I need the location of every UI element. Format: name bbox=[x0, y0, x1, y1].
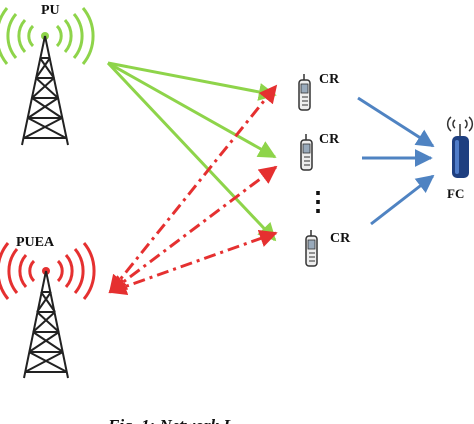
pu-tower-icon bbox=[21, 35, 69, 146]
puea-label: PUEA bbox=[16, 235, 55, 250]
cr2-label: CR bbox=[319, 132, 340, 147]
cr-node-1: CR bbox=[298, 72, 340, 111]
cr-ellipsis: ⋮ bbox=[305, 187, 331, 216]
cr3-to-fc-arrow bbox=[370, 174, 435, 226]
phone-icon bbox=[305, 230, 318, 267]
cr-node-2: CR bbox=[300, 132, 340, 171]
fc-label: FC bbox=[447, 186, 464, 201]
puea-to-cr2-arrow bbox=[108, 165, 278, 294]
puea-to-cr1-arrow bbox=[108, 84, 278, 294]
fc-signal-icon bbox=[446, 116, 474, 132]
pu-label: PU bbox=[41, 3, 60, 18]
figure-caption: Fig. 1: Network L... bbox=[107, 416, 246, 424]
puea-attack-arrows bbox=[108, 84, 278, 296]
puea-signal-waves-icon bbox=[0, 242, 96, 300]
cr-node-3: CR bbox=[305, 230, 351, 267]
puea-tower: PUEA bbox=[0, 235, 96, 379]
pu-tower: PU bbox=[0, 3, 95, 146]
puea-to-cr3-arrow bbox=[108, 229, 278, 296]
puea-tower-icon bbox=[23, 270, 69, 379]
phone-icon bbox=[300, 134, 313, 171]
cr-report-arrows bbox=[357, 96, 435, 226]
cr1-to-fc-arrow bbox=[357, 96, 435, 148]
fc-node: FC bbox=[446, 116, 474, 201]
pu-signal-waves-icon bbox=[0, 7, 95, 65]
fc-station-icon bbox=[452, 136, 469, 178]
cr1-label: CR bbox=[319, 72, 340, 87]
phone-icon bbox=[298, 74, 311, 111]
pu-signal-arrows bbox=[106, 61, 277, 242]
cr3-label: CR bbox=[330, 231, 351, 246]
pu-to-cr2-arrow bbox=[107, 61, 277, 159]
